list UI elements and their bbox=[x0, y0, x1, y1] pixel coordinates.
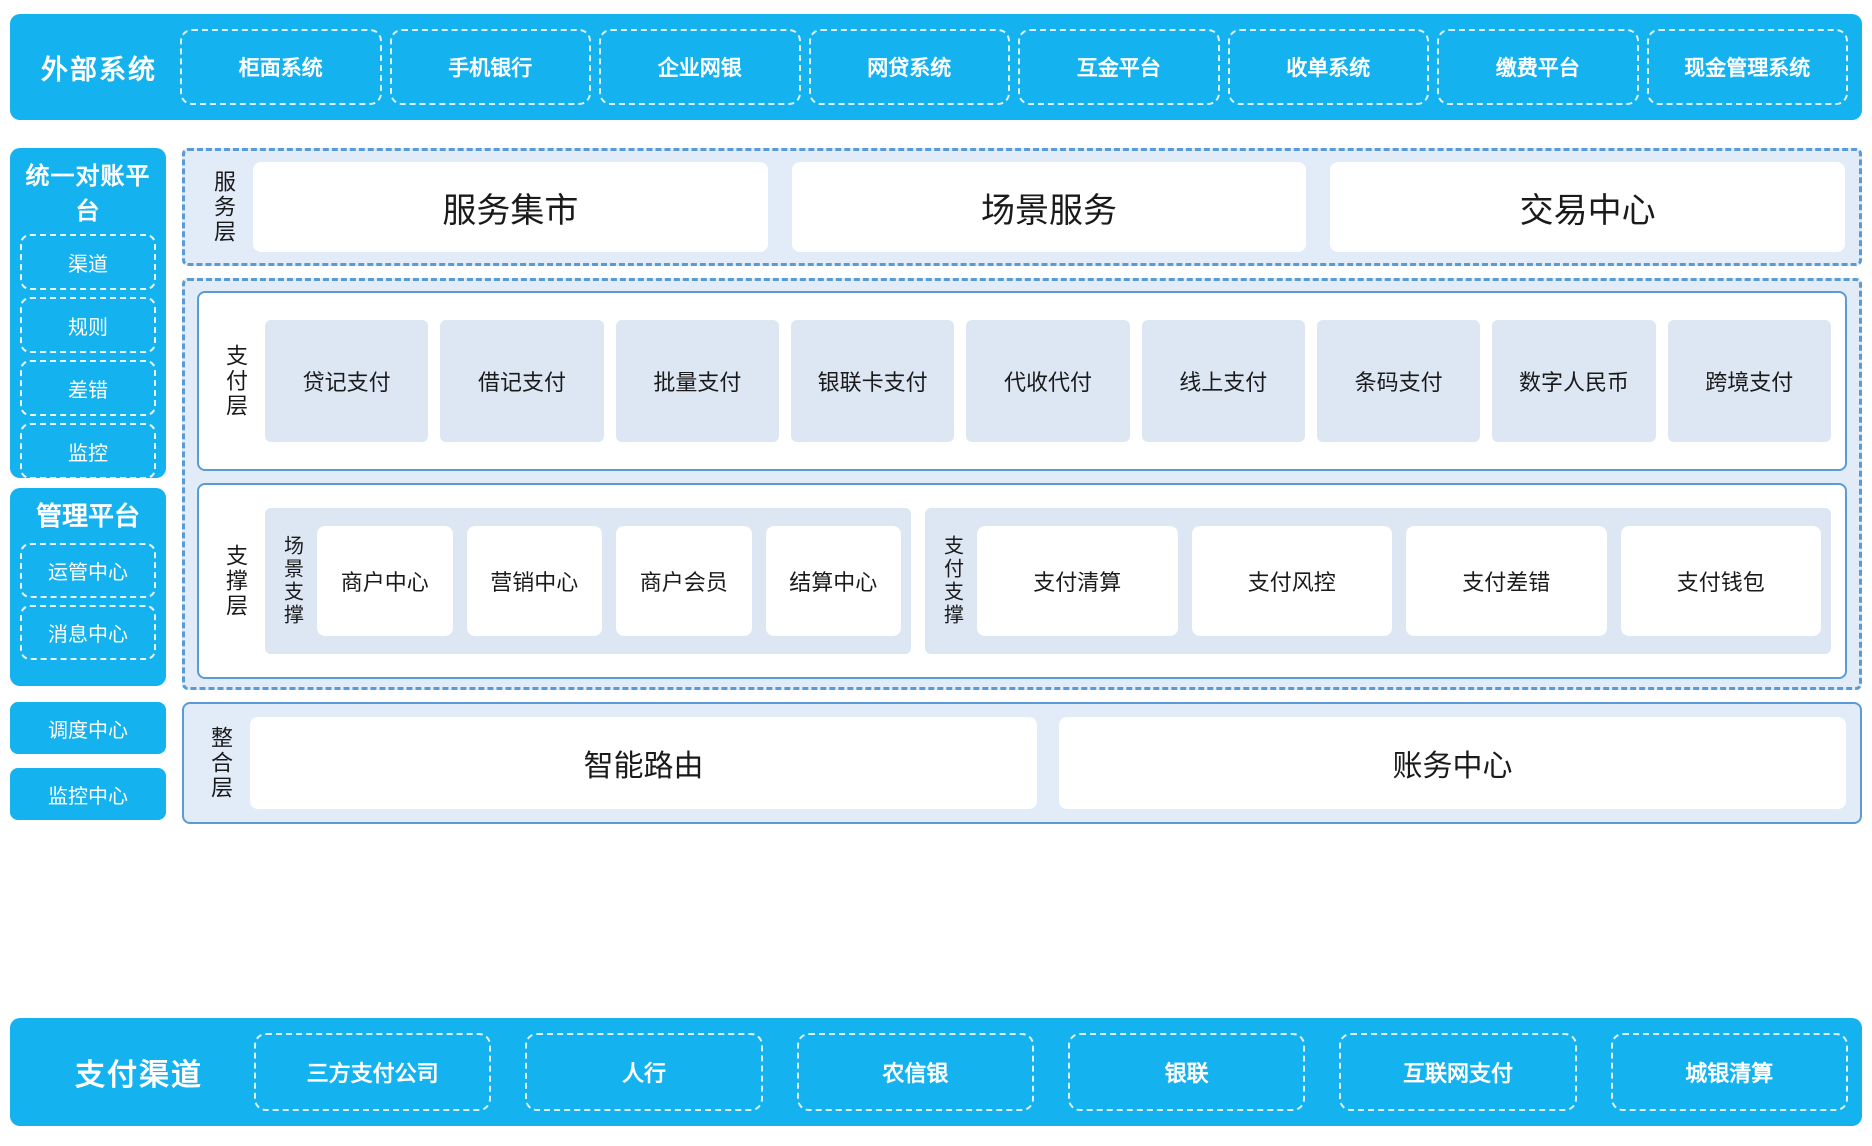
payment-cell-digital-rmb[interactable]: 数字人民币 bbox=[1492, 320, 1656, 442]
support-layer-label: 支撑层 bbox=[223, 543, 248, 619]
core-layer-container: 支付层 贷记支付 借记支付 批量支付 银联卡支付 代收代付 线上支付 条码支付 … bbox=[182, 278, 1862, 690]
payment-cell-debit-payment[interactable]: 借记支付 bbox=[440, 320, 604, 442]
channel-chip-third-party-payment[interactable]: 三方支付公司 bbox=[254, 1033, 492, 1111]
management-platform-title: 管理平台 bbox=[35, 501, 140, 531]
integration-layer-container: 整合层 智能路由 账务中心 bbox=[182, 702, 1862, 824]
support-group-payment-cards: 支付清算 支付风控 支付差错 支付钱包 bbox=[977, 526, 1821, 636]
integration-card-smart-routing[interactable]: 智能路由 bbox=[250, 717, 1037, 809]
external-system-chip-billpay[interactable]: 缴费平台 bbox=[1437, 29, 1639, 105]
support-group-scene-cards: 商户中心 营销中心 商户会员 结算中心 bbox=[317, 526, 901, 636]
payment-layer-panel: 支付层 贷记支付 借记支付 批量支付 银联卡支付 代收代付 线上支付 条码支付 … bbox=[197, 291, 1847, 471]
external-system-chip-online-loan[interactable]: 网贷系统 bbox=[808, 29, 1010, 105]
payment-cell-cross-border[interactable]: 跨境支付 bbox=[1667, 320, 1831, 442]
support-group-payment-label: 支付支撑 bbox=[940, 535, 963, 627]
service-card-service-market[interactable]: 服务集市 bbox=[253, 162, 768, 252]
channel-chip-internet-payment[interactable]: 互联网支付 bbox=[1339, 1033, 1577, 1111]
recon-item-channel[interactable]: 渠道 bbox=[20, 234, 156, 290]
external-system-chip-fintech[interactable]: 互金平台 bbox=[1018, 29, 1220, 105]
external-system-chip-mobile-bank[interactable]: 手机银行 bbox=[389, 29, 591, 105]
payment-channels-bar: 支付渠道 三方支付公司 人行 农信银 银联 互联网支付 城银清算 bbox=[10, 1018, 1862, 1126]
external-system-chip-corporate-bank[interactable]: 企业网银 bbox=[599, 29, 801, 105]
external-system-chip-cash-management[interactable]: 现金管理系统 bbox=[1646, 29, 1848, 105]
channel-chip-city-bank-clearing[interactable]: 城银清算 bbox=[1610, 1033, 1848, 1111]
recon-item-rule[interactable]: 规则 bbox=[20, 297, 156, 353]
integration-card-accounting-center[interactable]: 账务中心 bbox=[1059, 717, 1846, 809]
payment-cell-unionpay-card[interactable]: 银联卡支付 bbox=[790, 320, 955, 442]
payment-layer-label: 支付层 bbox=[223, 343, 248, 419]
monitor-center-box[interactable]: 监控中心 bbox=[10, 768, 166, 820]
external-systems-title: 外部系统 bbox=[41, 54, 157, 85]
support-card-payment-wallet[interactable]: 支付钱包 bbox=[1620, 526, 1821, 636]
support-card-marketing-center[interactable]: 营销中心 bbox=[466, 526, 602, 636]
payment-cell-barcode-payment[interactable]: 条码支付 bbox=[1316, 320, 1481, 442]
manage-item-operations-center[interactable]: 运管中心 bbox=[20, 543, 156, 598]
external-systems-chip-list: 柜面系统 手机银行 企业网银 网贷系统 互金平台 收单系统 缴费平台 现金管理系… bbox=[180, 29, 1848, 105]
payment-channels-chip-list: 三方支付公司 人行 农信银 银联 互联网支付 城银清算 bbox=[254, 1033, 1848, 1111]
recon-item-error[interactable]: 差错 bbox=[20, 360, 156, 416]
support-group-scene-label: 场景支撑 bbox=[280, 535, 303, 627]
support-group-scene: 场景支撑 商户中心 营销中心 商户会员 结算中心 bbox=[265, 508, 911, 654]
integration-layer-label: 整合层 bbox=[208, 725, 233, 801]
reconciliation-platform-title: 统一对账平台 bbox=[25, 163, 151, 225]
dispatch-center-box[interactable]: 调度中心 bbox=[10, 702, 166, 754]
external-system-chip-counter[interactable]: 柜面系统 bbox=[180, 29, 382, 105]
service-layer-container: 服务层 服务集市 场景服务 交易中心 bbox=[182, 148, 1862, 266]
external-system-chip-acquiring[interactable]: 收单系统 bbox=[1227, 29, 1429, 105]
manage-item-message-center[interactable]: 消息中心 bbox=[20, 605, 156, 660]
support-layer-group-list: 场景支撑 商户中心 营销中心 商户会员 结算中心 支付支撑 支付清算 支付风控 … bbox=[265, 508, 1831, 654]
channel-chip-unionpay[interactable]: 银联 bbox=[1067, 1033, 1306, 1111]
reconciliation-platform-panel: 统一对账平台 渠道 规则 差错 监控 bbox=[10, 148, 166, 479]
recon-item-monitor[interactable]: 监控 bbox=[20, 423, 156, 479]
payment-cell-online-payment[interactable]: 线上支付 bbox=[1141, 320, 1305, 442]
payment-cell-credit-payment[interactable]: 贷记支付 bbox=[265, 320, 429, 442]
support-layer-panel: 支撑层 场景支撑 商户中心 营销中心 商户会员 结算中心 支付支撑 支付清算 bbox=[197, 483, 1847, 679]
payment-cell-batch-payment[interactable]: 批量支付 bbox=[615, 320, 779, 442]
management-platform-panel: 管理平台 运管中心 消息中心 bbox=[10, 488, 166, 686]
support-group-payment: 支付支撑 支付清算 支付风控 支付差错 支付钱包 bbox=[925, 508, 1831, 654]
payment-cell-collection-disbursement[interactable]: 代收代付 bbox=[966, 320, 1130, 442]
channel-chip-rcc-bank[interactable]: 农信银 bbox=[796, 1033, 1034, 1111]
payment-channels-title: 支付渠道 bbox=[75, 1059, 203, 1092]
service-layer-card-list: 服务集市 场景服务 交易中心 bbox=[253, 162, 1846, 252]
support-card-payment-risk[interactable]: 支付风控 bbox=[1191, 526, 1392, 636]
service-layer-label: 服务层 bbox=[211, 169, 236, 245]
channel-chip-pboc[interactable]: 人行 bbox=[525, 1033, 763, 1111]
service-card-transaction-center[interactable]: 交易中心 bbox=[1330, 162, 1846, 252]
support-card-merchant-member[interactable]: 商户会员 bbox=[616, 526, 752, 636]
support-card-payment-clearing[interactable]: 支付清算 bbox=[977, 526, 1178, 636]
integration-layer-card-list: 智能路由 账务中心 bbox=[250, 717, 1846, 809]
external-systems-bar: 外部系统 柜面系统 手机银行 企业网银 网贷系统 互金平台 收单系统 缴费平台 … bbox=[10, 14, 1862, 120]
payment-layer-cell-list: 贷记支付 借记支付 批量支付 银联卡支付 代收代付 线上支付 条码支付 数字人民… bbox=[265, 320, 1831, 442]
support-card-settlement-center[interactable]: 结算中心 bbox=[765, 526, 901, 636]
service-card-scene-service[interactable]: 场景服务 bbox=[791, 162, 1307, 252]
support-card-merchant-center[interactable]: 商户中心 bbox=[317, 526, 453, 636]
support-card-payment-exception[interactable]: 支付差错 bbox=[1406, 526, 1607, 636]
